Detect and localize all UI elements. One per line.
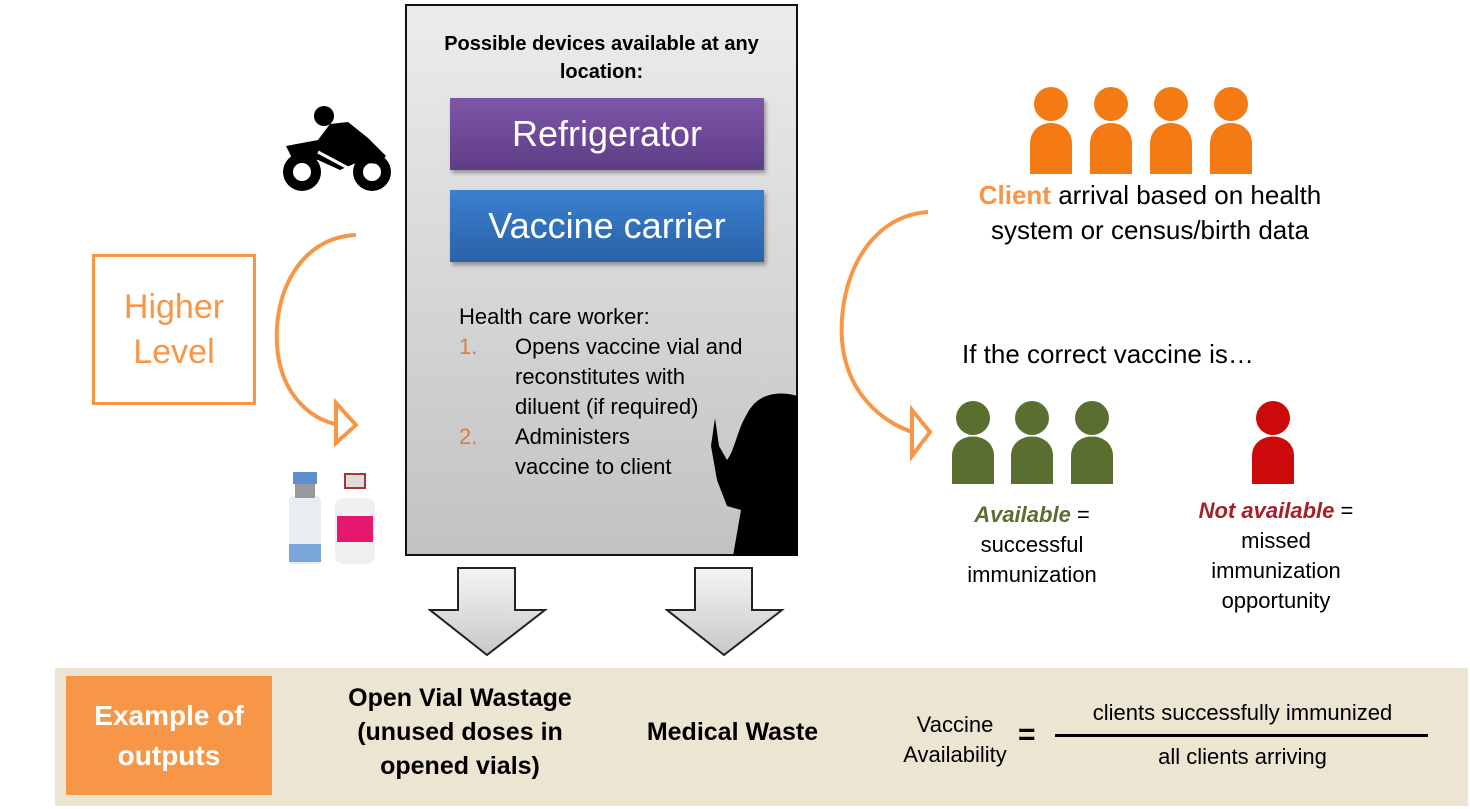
available-people-icons	[952, 401, 1113, 484]
example-outputs-text: Example of outputs	[94, 699, 244, 771]
available-outcome: Available = successful immunization	[930, 500, 1134, 590]
refrigerator-box: Refrigerator	[450, 98, 764, 170]
higher-level-label: Higher Level	[123, 287, 225, 371]
client-people-icons	[1030, 87, 1252, 174]
client-arrival-desc: arrival based on health system or census…	[991, 180, 1322, 245]
down-arrow-icon	[665, 567, 785, 657]
formula-denominator: all clients arriving	[1158, 744, 1327, 769]
person-icon	[1030, 87, 1072, 174]
person-icon	[1150, 87, 1192, 174]
step-text: Opens vaccine vial and reconstitutes wit…	[515, 334, 743, 419]
not-available-result: missed immunization opportunity	[1211, 528, 1341, 613]
formula-equals: =	[1018, 718, 1036, 751]
example-outputs-label: Example of outputs	[66, 676, 272, 795]
not-available-outcome: Not available = missed immunization oppo…	[1166, 496, 1386, 616]
curved-arrow-icon	[274, 233, 359, 448]
fraction-bar	[1055, 734, 1428, 737]
person-icon	[1210, 87, 1252, 174]
motorcycle-icon	[283, 106, 391, 191]
curved-arrow-icon	[839, 210, 933, 462]
person-icon	[1252, 401, 1294, 484]
condition-text: If the correct vaccine is…	[962, 339, 1254, 369]
formula-numerator: clients successfully immunized	[1092, 700, 1393, 725]
equals-sign: =	[1070, 502, 1090, 527]
outputs-band	[55, 668, 1468, 806]
equals-sign: =	[1334, 498, 1354, 523]
not-available-label: Not available	[1198, 498, 1335, 523]
devices-title: Possible devices available at any locati…	[444, 33, 759, 83]
available-result: successful immunization	[967, 532, 1097, 587]
client-arrival-text: Client arrival based on health system or…	[950, 178, 1350, 248]
vial-icon	[289, 472, 375, 564]
formula-lhs: Vaccine Availability	[903, 712, 1007, 767]
medical-waste: Medical Waste	[646, 718, 819, 746]
person-icon	[952, 401, 994, 484]
person-icon	[1071, 401, 1113, 484]
step-item: 1. Opens vaccine vial and reconstitutes w…	[459, 332, 749, 422]
vaccine-carrier-box: Vaccine carrier	[450, 190, 764, 262]
step-text: Administers vaccine to client	[515, 424, 672, 479]
step-item: 2. Administers vaccine to client	[459, 422, 749, 482]
open-vial-wastage: Open Vial Wastage (unused doses in opene…	[348, 684, 572, 780]
person-icon	[1090, 87, 1132, 174]
devices-box: Possible devices available at any locati…	[405, 4, 798, 556]
down-arrow-icon	[428, 567, 548, 657]
worker-heading: Health care worker:	[459, 304, 650, 329]
person-icon	[1011, 401, 1053, 484]
health-worker-silhouette-icon	[711, 393, 798, 556]
client-highlight: Client	[978, 180, 1051, 210]
health-worker-steps: Health care worker: 1. Opens vaccine vial…	[459, 302, 749, 482]
available-label: Available	[974, 502, 1071, 527]
step-number: 2.	[459, 424, 478, 449]
higher-level-box: Higher Level	[92, 254, 256, 405]
step-number: 1.	[459, 334, 478, 359]
